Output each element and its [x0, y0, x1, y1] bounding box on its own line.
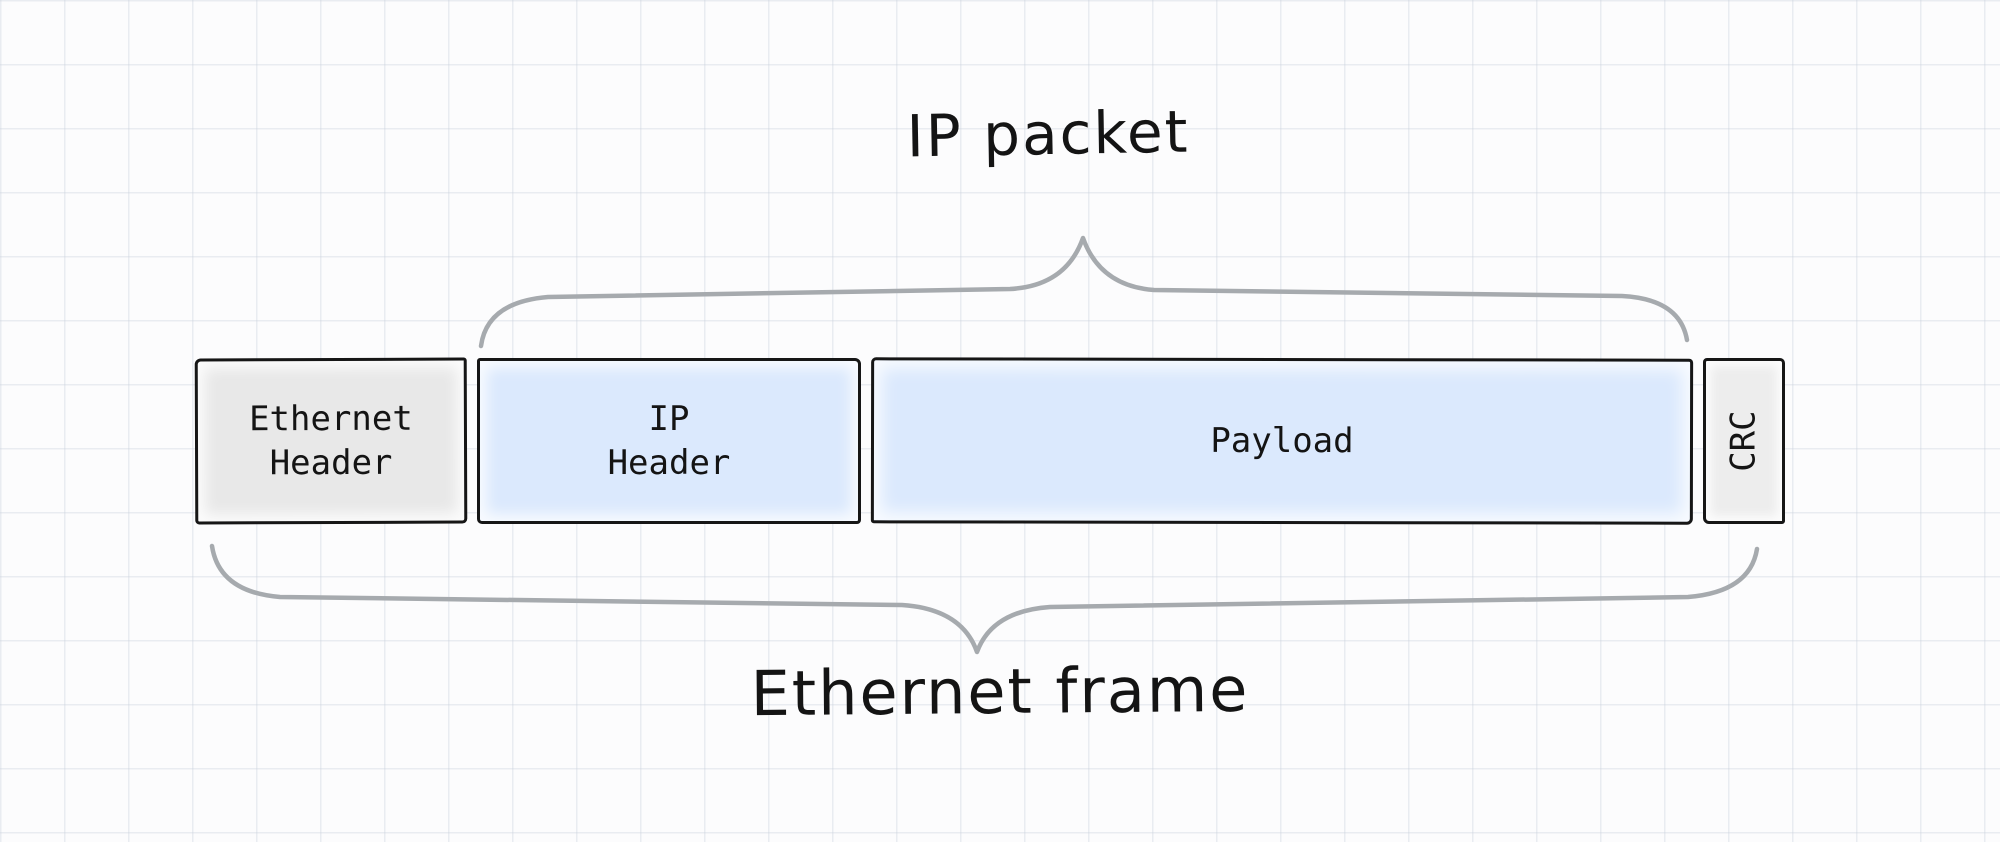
ethernet-frame-label: Ethernet frame: [750, 652, 1250, 731]
segment-crc: CRC: [1703, 358, 1785, 524]
ethernet-frame-brace: [209, 543, 1760, 655]
segment-ethernet-header-label: Ethernet Header: [248, 398, 413, 484]
segment-crc-label: CRC: [1723, 410, 1764, 472]
segment-ip-header-label: IP Header: [607, 398, 731, 483]
segment-payload: Payload: [870, 357, 1694, 525]
segment-ethernet-header: Ethernet Header: [194, 357, 468, 525]
segment-ip-header: IP Header: [477, 358, 861, 524]
segment-payload-label: Payload: [1210, 420, 1354, 462]
ip-packet-brace: [478, 235, 1690, 349]
ip-packet-label: IP packet: [906, 97, 1190, 171]
